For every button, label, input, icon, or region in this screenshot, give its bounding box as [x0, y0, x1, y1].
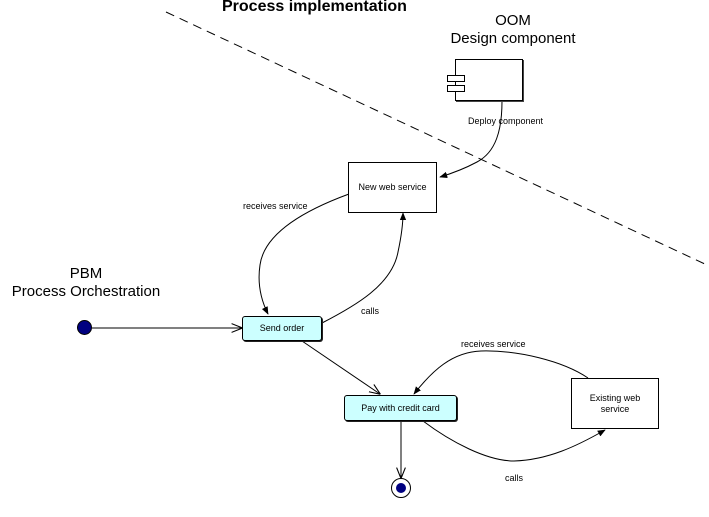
design-component[interactable] — [447, 59, 523, 101]
existing-receives-service-label: receives service — [461, 339, 526, 349]
initial-state-icon[interactable] — [77, 320, 92, 335]
oom-label-line2: Design component — [450, 30, 576, 47]
send-order-activity[interactable]: Send order — [242, 316, 322, 341]
deploy-component-label: Deploy component — [468, 116, 544, 126]
receives-service-connector[interactable] — [258, 193, 350, 315]
boundary-dashed-line — [165, 11, 708, 266]
pay-with-credit-card-label: Pay with credit card — [361, 402, 440, 413]
calls-label: calls — [361, 306, 380, 316]
existing-receives-service-connector[interactable] — [413, 350, 589, 395]
pbm-label-line1: PBM — [69, 265, 103, 282]
calls-connector[interactable] — [321, 212, 407, 324]
oom-label: OOM Design component — [440, 12, 586, 48]
pay-with-credit-card-activity[interactable]: Pay with credit card — [344, 395, 457, 421]
receives-service-label: receives service — [243, 201, 308, 211]
diagram-title: Process implementation — [222, 0, 407, 15]
existing-web-service-node[interactable]: Existing web service — [571, 378, 659, 429]
component-icon-tab — [447, 85, 465, 92]
existing-web-service-label: Existing web service — [589, 392, 641, 414]
new-web-service-label: New web service — [358, 182, 427, 192]
final-state-inner — [396, 483, 406, 493]
new-web-service-node[interactable]: New web service — [348, 162, 437, 213]
send-to-pay-transition[interactable] — [301, 340, 380, 394]
pbm-label: PBM Process Orchestration — [4, 265, 168, 301]
component-icon — [447, 75, 465, 82]
pbm-label-line2: Process Orchestration — [11, 283, 161, 300]
send-order-label: Send order — [259, 323, 305, 333]
oom-label-line1: OOM — [495, 12, 531, 29]
deploy-component-connector[interactable] — [439, 100, 503, 178]
existing-calls-label: calls — [505, 473, 524, 483]
final-state-icon[interactable] — [391, 478, 411, 498]
existing-calls-connector[interactable] — [422, 420, 606, 462]
